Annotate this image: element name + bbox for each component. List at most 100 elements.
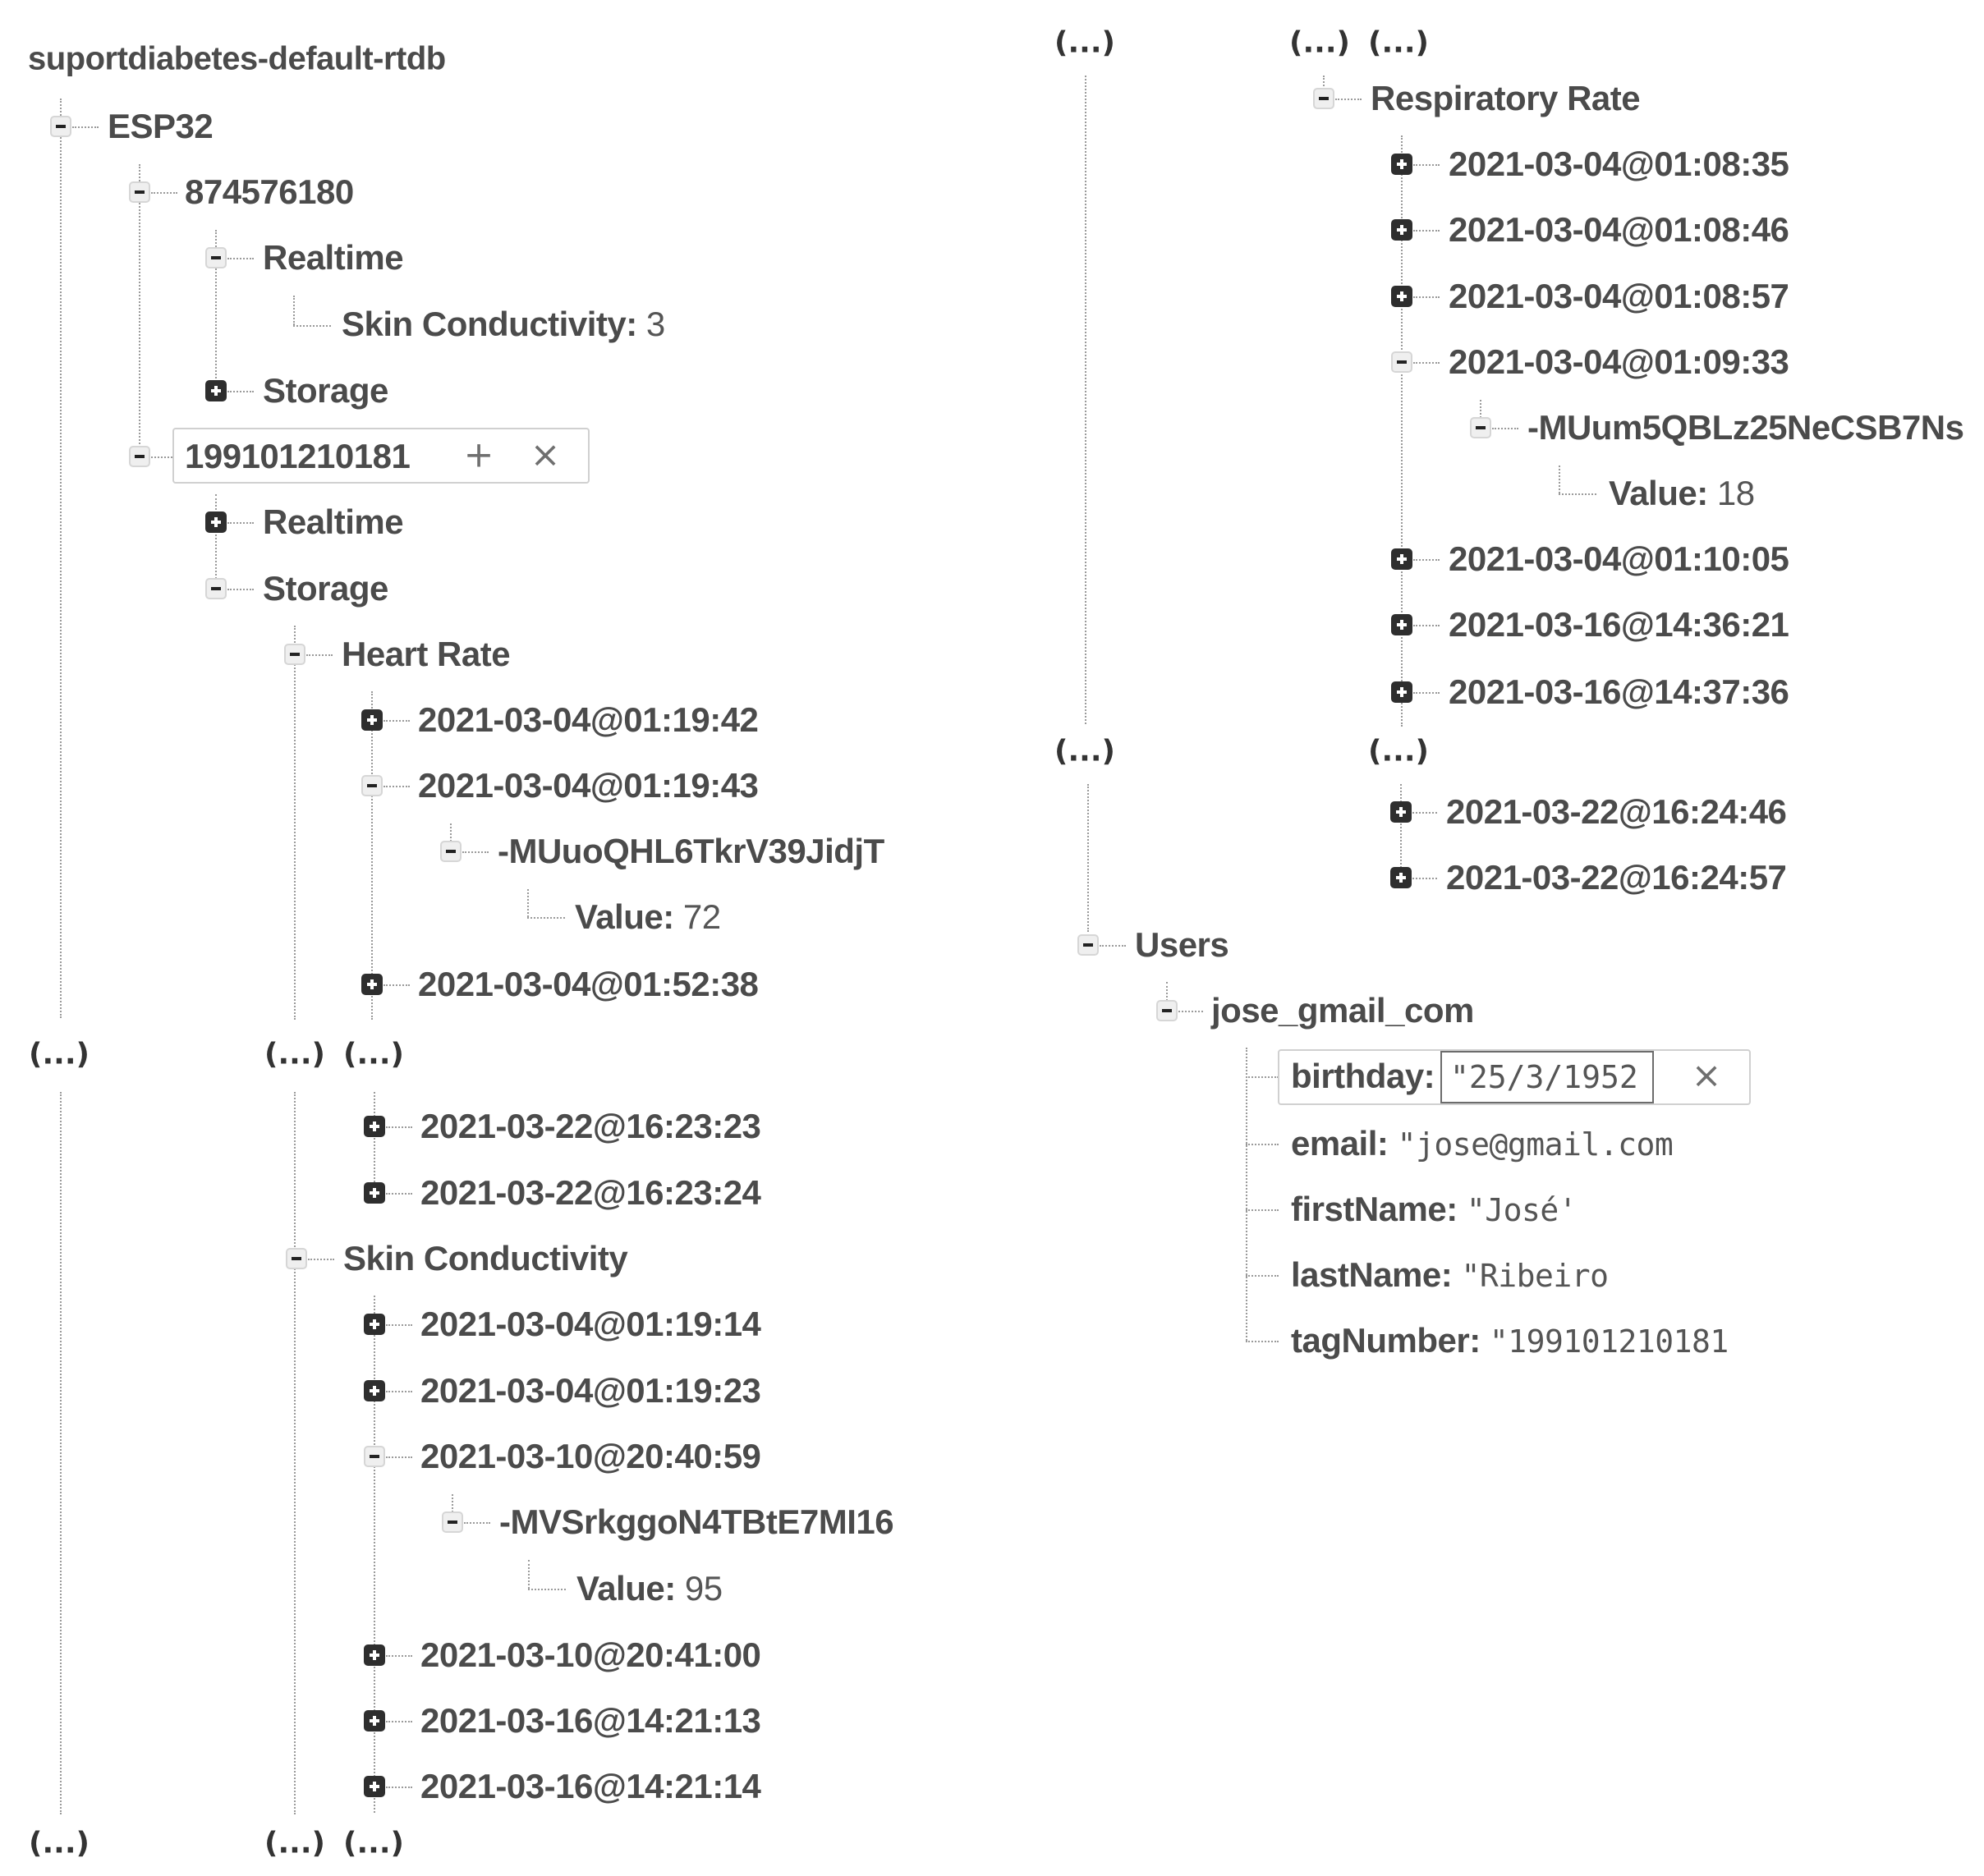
field-last-name[interactable]: lastName: "Ribeiro [1291,1255,1609,1295]
node-storage[interactable]: Storage [263,371,388,410]
collapse-icon[interactable] [1077,934,1099,956]
field-tag-number[interactable]: tagNumber: "199101210181 [1291,1321,1729,1360]
expand-icon[interactable] [1391,286,1412,307]
tree-connector [1166,982,1168,1011]
node-esp32[interactable]: ESP32 [108,107,214,145]
collapse-icon[interactable] [129,181,150,203]
node-timestamp[interactable]: 2021-03-16@14:21:14 [420,1767,761,1805]
expand-icon[interactable] [1391,219,1412,241]
clear-field-icon[interactable]: × [1691,1054,1722,1097]
node-timestamp[interactable]: 2021-03-04@01:09:33 [1449,342,1789,381]
tree-connector [383,984,410,986]
collapse-icon[interactable] [205,247,227,268]
expand-icon[interactable] [205,511,227,533]
node-timestamp[interactable]: 2021-03-22@16:24:57 [1446,858,1787,897]
tree-connector [1413,296,1440,298]
node-timestamp[interactable]: 2021-03-16@14:36:21 [1449,605,1789,644]
expand-icon[interactable] [364,1380,385,1401]
node-device-199101210181[interactable]: 199101210181 [185,437,411,475]
expand-icon[interactable] [364,1644,385,1666]
node-skin-conductivity[interactable]: Skin Conductivity [343,1239,628,1277]
expand-icon[interactable] [1391,614,1412,635]
node-timestamp[interactable]: 2021-03-04@01:52:38 [418,965,759,1003]
node-timestamp[interactable]: 2021-03-04@01:19:23 [420,1371,761,1410]
tree-connector [1559,466,1560,493]
node-users[interactable]: Users [1135,925,1229,964]
collapse-icon[interactable] [1156,1000,1178,1021]
node-timestamp[interactable]: 2021-03-04@01:19:42 [418,700,759,739]
expand-icon[interactable] [1390,801,1412,823]
collapse-icon[interactable] [1470,417,1491,438]
node-timestamp[interactable]: 2021-03-04@01:08:46 [1449,210,1789,249]
node-device-874576180[interactable]: 874576180 [185,172,354,211]
expand-icon[interactable] [205,380,227,401]
node-respiratory-rate[interactable]: Respiratory Rate [1371,79,1641,117]
node-realtime[interactable]: Realtime [263,238,404,277]
node-timestamp[interactable]: 2021-03-22@16:23:24 [420,1173,761,1212]
collapse-icon[interactable] [286,1248,307,1269]
leaf-key: Value: [576,1569,676,1608]
field-email[interactable]: email: "jose@gmail.com [1291,1124,1674,1163]
leaf-value[interactable]: Value: 95 [576,1569,723,1608]
node-timestamp[interactable]: 2021-03-16@14:21:13 [420,1701,761,1740]
collapse-icon[interactable] [442,1511,463,1533]
tree-connector [306,654,333,656]
omitted-marker: (...) [264,1037,325,1071]
expand-icon[interactable] [364,1116,385,1137]
expand-icon[interactable] [364,1710,385,1732]
tree-connector [1178,1011,1203,1012]
expand-icon[interactable] [1390,867,1412,888]
leaf-value[interactable]: Value: 72 [575,897,721,937]
node-timestamp[interactable]: 2021-03-22@16:23:23 [420,1107,761,1145]
node-heart-rate[interactable]: Heart Rate [342,635,511,673]
expand-icon[interactable] [364,1182,385,1204]
tree-connector [227,258,254,259]
tree-connector [386,1456,412,1458]
collapse-icon[interactable] [1391,351,1412,373]
expand-icon[interactable] [361,709,383,731]
node-timestamp[interactable]: 2021-03-22@16:24:46 [1446,792,1787,831]
expand-icon[interactable] [1391,154,1412,175]
collapse-icon[interactable] [50,116,71,137]
node-timestamp[interactable]: 2021-03-04@01:08:57 [1449,277,1789,315]
leaf-value[interactable]: Value: 18 [1609,474,1755,513]
leaf-skin-conductivity[interactable]: Skin Conductivity: 3 [342,305,665,344]
node-timestamp[interactable]: 2021-03-04@01:08:35 [1449,144,1789,183]
expand-icon[interactable] [364,1776,385,1797]
expand-icon[interactable] [1391,681,1412,703]
tree-connector [527,917,565,919]
delete-node-icon[interactable]: × [530,433,561,476]
expand-icon[interactable] [1391,548,1412,570]
node-timestamp[interactable]: 2021-03-04@01:10:05 [1449,539,1789,578]
node-push-id[interactable]: -MVSrkggoN4TBtE7MI16 [499,1502,894,1541]
node-timestamp[interactable]: 2021-03-10@20:40:59 [420,1437,761,1475]
tree-connector [293,296,295,325]
node-user-jose[interactable]: jose_gmail_com [1211,991,1474,1030]
tree-guide-line [60,1092,62,1814]
field-value: "José' [1466,1192,1578,1228]
node-timestamp[interactable]: 2021-03-16@14:37:36 [1449,672,1789,711]
collapse-icon[interactable] [364,1446,385,1467]
collapse-icon[interactable] [205,578,227,599]
collapse-icon[interactable] [1313,88,1334,109]
leaf-value-number: 95 [684,1569,723,1608]
node-storage[interactable]: Storage [263,569,388,608]
collapse-icon[interactable] [284,644,305,665]
node-push-id[interactable]: -MUum5QBLz25NeCSB7Ns [1527,408,1964,447]
expand-icon[interactable] [361,974,383,995]
node-timestamp[interactable]: 2021-03-04@01:19:14 [420,1305,761,1343]
node-realtime[interactable]: Realtime [263,502,404,541]
collapse-icon[interactable] [440,841,462,862]
birthday-value-input[interactable]: "25/3/1952 [1440,1051,1654,1103]
field-first-name[interactable]: firstName: "José' [1291,1190,1578,1229]
omitted-marker: (...) [1289,25,1350,60]
omitted-marker: (...) [1054,734,1115,768]
collapse-icon[interactable] [129,446,150,467]
node-timestamp[interactable]: 2021-03-04@01:19:43 [418,766,759,805]
collapse-icon[interactable] [361,775,383,796]
add-child-icon[interactable]: + [463,433,494,476]
node-timestamp[interactable]: 2021-03-10@20:41:00 [420,1635,761,1674]
expand-icon[interactable] [364,1314,385,1335]
leaf-value: 3 [645,305,665,343]
node-push-id[interactable]: -MUuoQHL6TkrV39JidjT [498,832,884,870]
